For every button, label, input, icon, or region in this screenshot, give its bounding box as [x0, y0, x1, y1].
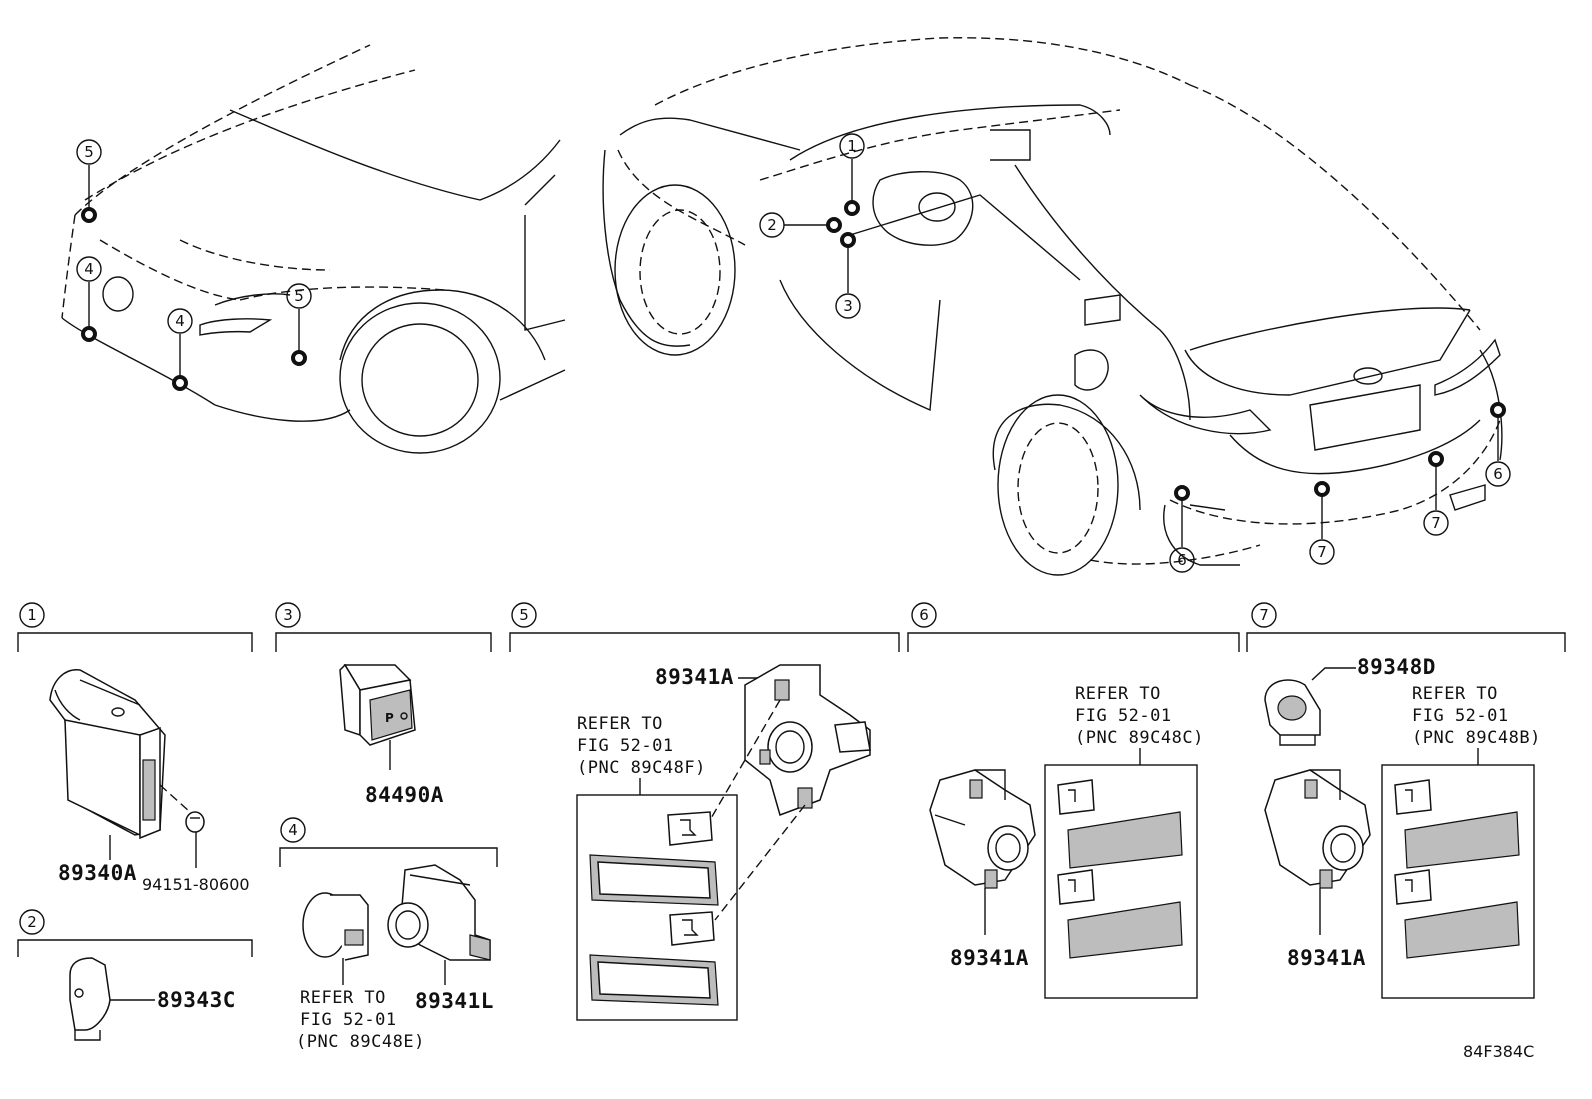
refer-text: FIG 52-01 — [577, 736, 674, 756]
part-number: 89340A — [58, 861, 137, 885]
location-dot — [826, 217, 842, 233]
section-6-sensor-retainer: 89341A REFER TO FIG 52-01 (PNC 89C48C) — [929, 684, 1204, 999]
refer-text: REFER TO — [1412, 684, 1498, 704]
section-4-front-sensor: REFER TO FIG 52-01 (PNC 89C48E) 89341L — [296, 864, 494, 1052]
callout-number: 2 — [767, 216, 777, 234]
section-number: 3 — [283, 606, 293, 624]
part-number: 89343C — [157, 988, 236, 1012]
location-dot — [844, 200, 860, 216]
section-brackets: 1 2 3 4 5 6 7 — [17, 602, 1566, 957]
callout-number: 7 — [1431, 514, 1441, 532]
callout-number: 3 — [843, 297, 853, 315]
refer-text: (PNC 89C48F) — [577, 758, 706, 778]
section-number: 4 — [288, 821, 298, 839]
callout-number: 4 — [175, 312, 185, 330]
callout-number: 4 — [84, 260, 94, 278]
location-dot — [1314, 481, 1330, 497]
part-number: 89341A — [950, 946, 1029, 970]
section-number: 2 — [27, 913, 37, 931]
section-1-ecu: 89340A 94151-80600 — [49, 669, 250, 894]
section-5-sensor-retainer: 89341A REFER TO FIG 52-01 (PNC 89C48F) — [576, 664, 871, 1021]
refer-text: FIG 52-01 — [300, 1010, 397, 1030]
refer-text: REFER TO — [300, 988, 386, 1008]
part-number: 94151-80600 — [142, 875, 250, 894]
section-2-buzzer: 89343C — [69, 957, 236, 1041]
location-callouts: 5 4 4 5 1 2 3 6 7 7 6 — [76, 133, 1511, 573]
location-dot — [1490, 402, 1506, 418]
callout-number: 7 — [1317, 543, 1327, 561]
refer-text: REFER TO — [1075, 684, 1161, 704]
switch-icon-label: P — [385, 711, 394, 725]
location-dot — [291, 350, 307, 366]
location-dot — [81, 207, 97, 223]
section-number: 6 — [919, 606, 929, 624]
location-dot — [840, 232, 856, 248]
section-number: 1 — [27, 606, 37, 624]
callout-number: 6 — [1177, 551, 1187, 569]
part-number: 89341A — [1287, 946, 1366, 970]
refer-text: (PNC 89C48C) — [1075, 728, 1204, 748]
location-dot — [1428, 451, 1444, 467]
callout-number: 5 — [84, 143, 94, 161]
refer-text: REFER TO — [577, 714, 663, 734]
location-dot — [1174, 485, 1190, 501]
location-dot — [81, 326, 97, 342]
refer-text: (PNC 89C48E) — [296, 1032, 425, 1052]
section-7-sensor-retainer: 89348D 89341A REFER TO FIG 52-01 (PNC 89… — [1264, 655, 1541, 999]
refer-text: FIG 52-01 — [1075, 706, 1172, 726]
front-car-view — [61, 44, 566, 454]
part-number: 89341L — [415, 989, 494, 1013]
location-dot — [172, 375, 188, 391]
figure-code: 84F384C — [1463, 1042, 1534, 1061]
rear-car-view — [602, 37, 1503, 576]
callout-number: 1 — [847, 137, 857, 155]
section-3-switch: P 84490A — [339, 663, 444, 807]
part-number: 89341A — [655, 665, 734, 689]
callout-number: 5 — [294, 287, 304, 305]
section-number: 5 — [519, 606, 529, 624]
part-number: 89348D — [1357, 655, 1436, 679]
sensor-location-dots — [81, 200, 1506, 501]
refer-text: FIG 52-01 — [1412, 706, 1509, 726]
part-number: 84490A — [365, 783, 444, 807]
callout-number: 6 — [1493, 465, 1503, 483]
refer-text: (PNC 89C48B) — [1412, 728, 1541, 748]
section-number: 7 — [1259, 606, 1269, 624]
